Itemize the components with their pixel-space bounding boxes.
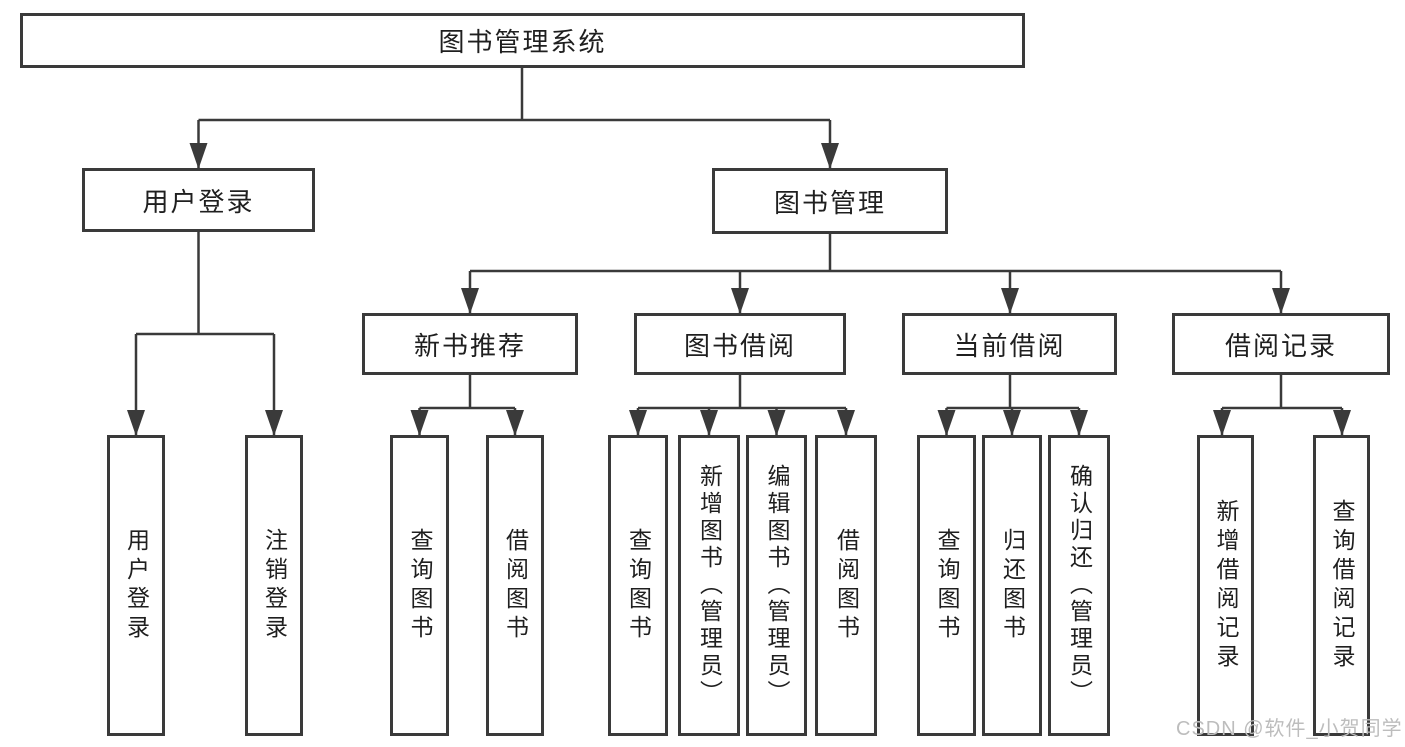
node-root-label: 图书管理系统 (438, 27, 607, 57)
node-current-borrow-label: 当前借阅 (953, 330, 1066, 361)
leaf-user-login: 用户登录 (107, 435, 165, 736)
leaf-add-book-admin: 新增图书（管理员） (678, 435, 740, 736)
leaf-add-borrow-record-label: 新增借阅记录 (1213, 498, 1239, 673)
csdn-watermark: CSDN @软件_小贺同学 (1176, 718, 1403, 740)
leaf-confirm-return-admin: 确认归还（管理员） (1048, 435, 1110, 736)
leaf-logout: 注销登录 (245, 435, 303, 736)
node-current-borrow: 当前借阅 (902, 313, 1117, 375)
leaf-borrow-books-1-label: 借阅图书 (502, 527, 529, 644)
node-borrow-records: 借阅记录 (1172, 313, 1390, 375)
leaf-borrow-books-2: 借阅图书 (815, 435, 877, 736)
node-user-login-label: 用户登录 (142, 186, 255, 217)
node-user-login: 用户登录 (82, 168, 315, 232)
leaf-borrow-books-2-label: 借阅图书 (833, 527, 860, 644)
leaf-query-books-1-label: 查询图书 (407, 527, 433, 644)
leaf-query-books-2: 查询图书 (608, 435, 668, 736)
leaf-logout-label: 注销登录 (261, 527, 288, 644)
leaf-confirm-return-admin-label: 确认归还（管理员） (1066, 464, 1093, 707)
node-new-book-recommend: 新书推荐 (362, 313, 578, 375)
leaf-query-books-2-label: 查询图书 (625, 527, 652, 644)
node-book-borrow-label: 图书借阅 (683, 330, 796, 361)
node-book-management-label: 图书管理 (773, 187, 886, 218)
leaf-return-books: 归还图书 (982, 435, 1042, 736)
leaf-return-books-label: 归还图书 (999, 527, 1026, 644)
leaf-add-book-admin-label: 新增图书（管理员） (696, 464, 723, 707)
leaf-add-borrow-record: 新增借阅记录 (1197, 435, 1254, 736)
leaf-query-books-3: 查询图书 (917, 435, 976, 736)
node-borrow-records-label: 借阅记录 (1224, 330, 1337, 361)
leaf-query-borrow-record: 查询借阅记录 (1313, 435, 1370, 736)
leaf-borrow-books-1: 借阅图书 (486, 435, 544, 736)
leaf-query-borrow-record-label: 查询借阅记录 (1329, 498, 1355, 673)
leaf-query-books-3-label: 查询图书 (934, 527, 960, 644)
leaf-edit-book-admin: 编辑图书（管理员） (746, 435, 807, 736)
leaf-query-books-1: 查询图书 (390, 435, 449, 736)
node-new-book-recommend-label: 新书推荐 (413, 330, 526, 361)
leaf-edit-book-admin-label: 编辑图书（管理员） (764, 464, 790, 707)
leaf-user-login-label: 用户登录 (123, 527, 150, 644)
node-book-management: 图书管理 (712, 168, 948, 234)
node-book-borrow: 图书借阅 (634, 313, 846, 375)
node-root: 图书管理系统 (20, 13, 1025, 68)
